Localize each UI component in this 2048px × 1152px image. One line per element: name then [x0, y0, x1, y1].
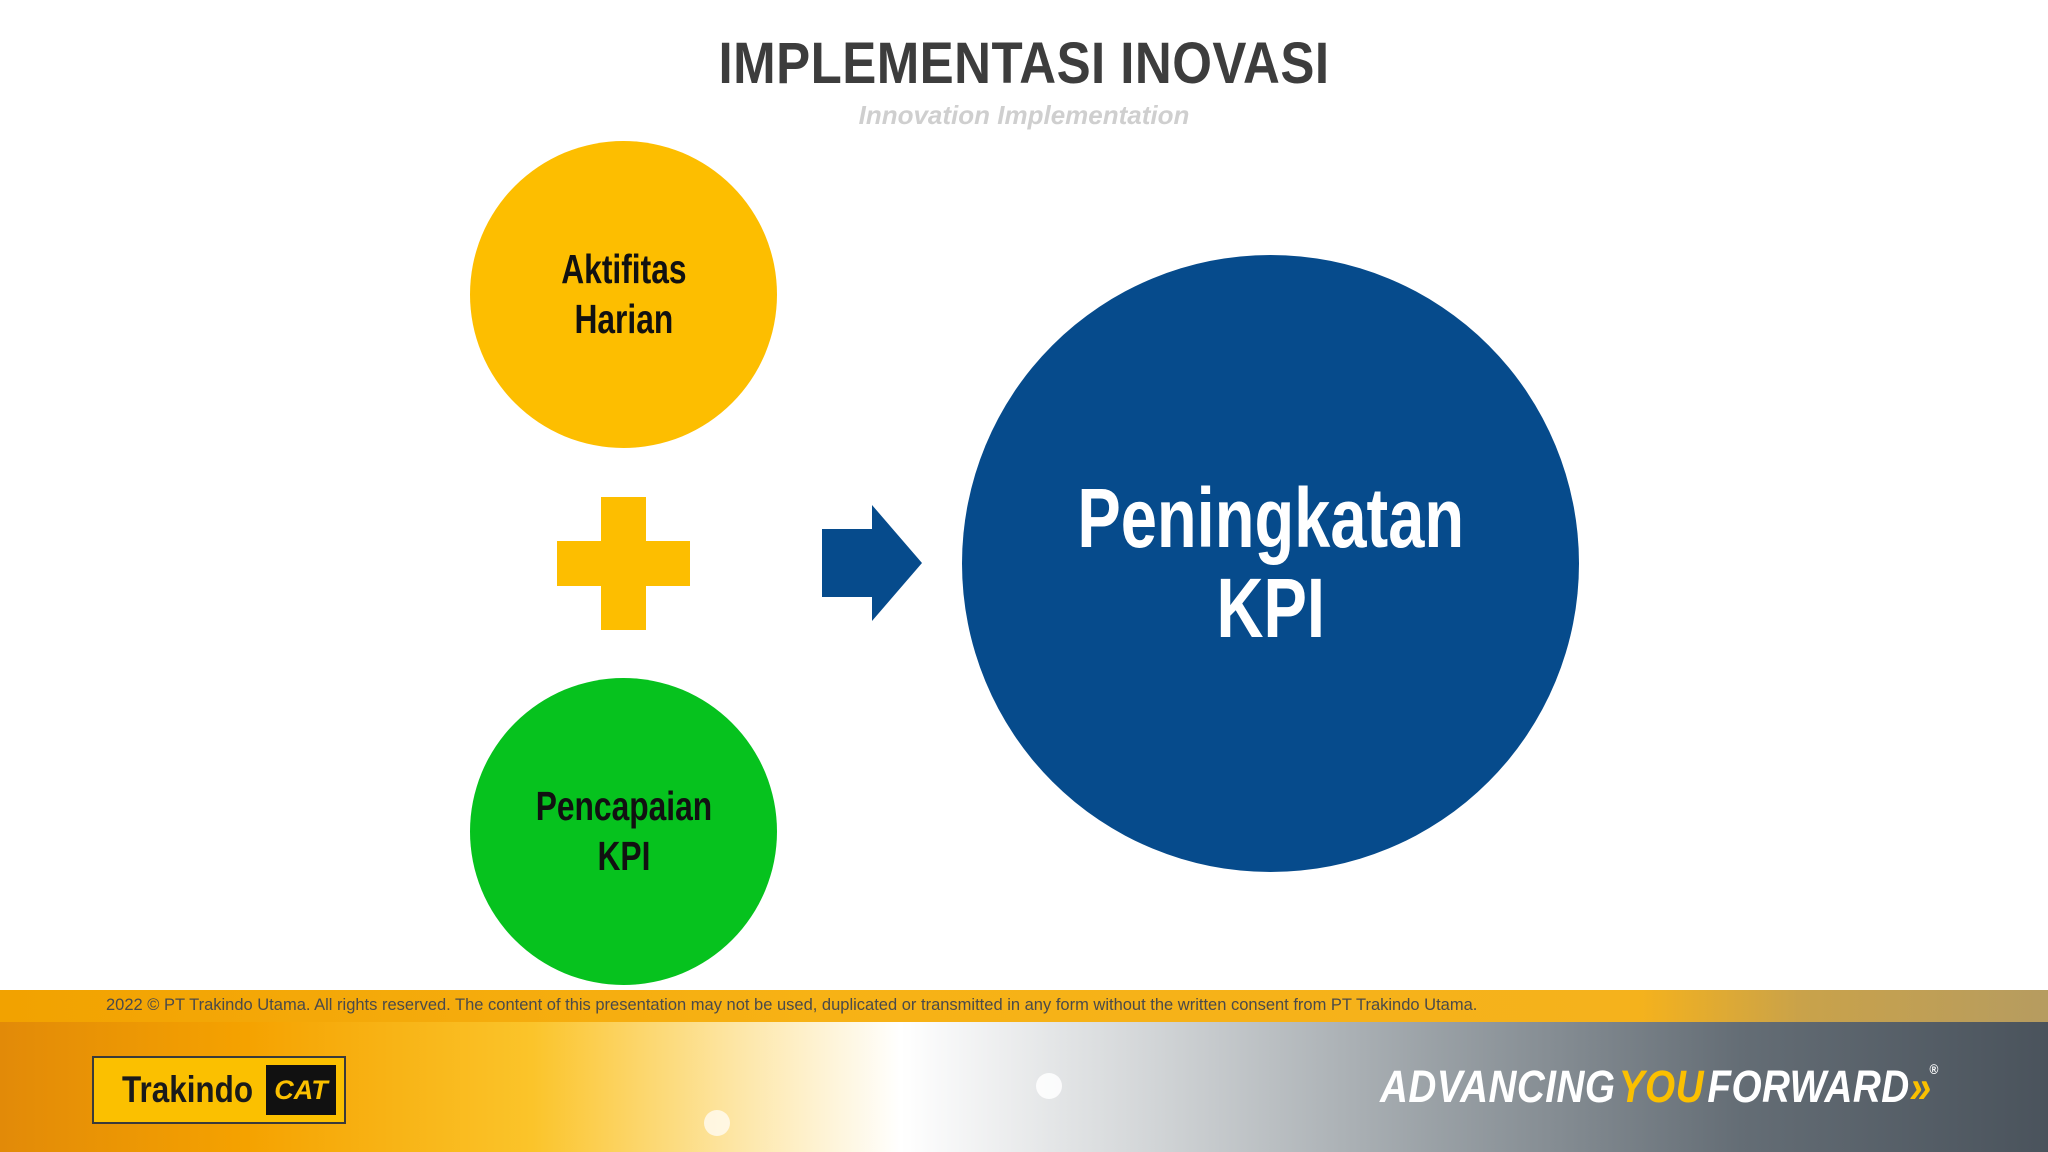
input-circle-label: Aktifitas Harian	[552, 245, 694, 343]
chevron-right-icon: »	[1909, 1061, 1932, 1112]
arrow-right-icon	[822, 505, 922, 621]
result-circle-kpi-improvement: Peningkatan KPI	[962, 255, 1579, 872]
footer-strip	[0, 990, 2048, 1022]
decorative-light	[704, 1110, 730, 1136]
label-line: Pencapaian	[535, 783, 712, 830]
trakindo-logo: Trakindo CAT	[92, 1056, 346, 1124]
page-subtitle: Innovation Implementation	[858, 100, 1190, 130]
label-line: KPI	[1216, 560, 1325, 655]
page-title: IMPLEMENTASI INOVASI	[718, 31, 1330, 96]
input-circle-daily-activities: Aktifitas Harian	[470, 141, 777, 448]
result-circle-label: Peningkatan KPI	[1051, 470, 1491, 655]
plus-icon	[557, 497, 690, 630]
label-line: KPI	[597, 832, 650, 879]
registered-mark: ®	[1929, 1061, 1939, 1077]
label-line: Peningkatan	[1077, 470, 1464, 565]
tagline: ADVANCINGYOUFORWARD»®	[1380, 1061, 1939, 1113]
tagline-part: FORWARD	[1707, 1061, 1910, 1112]
input-circle-kpi-achievement: Pencapaian KPI	[470, 678, 777, 985]
decorative-light	[1036, 1073, 1062, 1099]
input-circle-label: Pencapaian KPI	[523, 782, 724, 880]
label-line: Aktifitas	[560, 246, 687, 293]
tagline-part: YOU	[1618, 1061, 1704, 1112]
tagline-part: ADVANCING	[1380, 1061, 1616, 1112]
cat-logo-mark: CAT	[266, 1065, 336, 1115]
label-line: Harian	[574, 295, 673, 342]
logo-text: Trakindo	[122, 1069, 254, 1110]
copyright-notice: 2022 © PT Trakindo Utama. All rights res…	[106, 996, 1478, 1014]
